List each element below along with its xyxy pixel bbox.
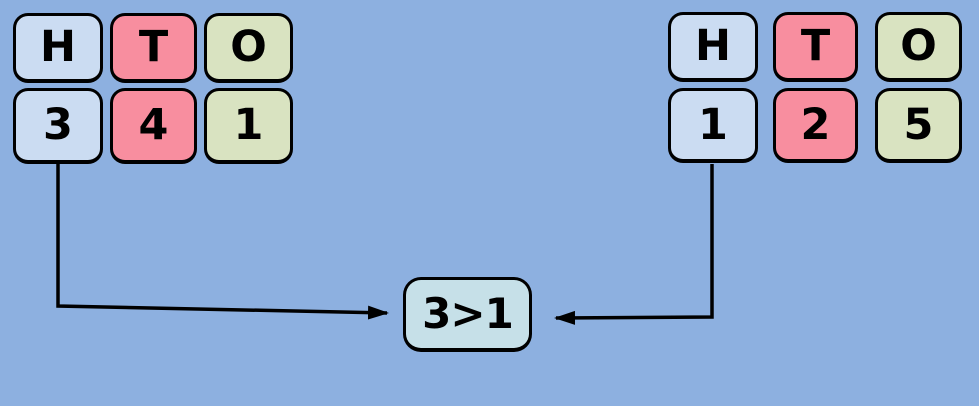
right-digit-hundreds: 1 xyxy=(668,88,758,163)
comparison-box: 3>1 xyxy=(403,277,532,352)
comparison-label: 3>1 xyxy=(422,289,514,338)
right-digit-ones: 5 xyxy=(875,88,962,163)
left-digit-tens: 4 xyxy=(110,88,197,164)
right-header-tens: T xyxy=(773,12,858,82)
left-digit-hundreds: 3 xyxy=(13,88,103,164)
left-header-hundreds: H xyxy=(13,13,103,83)
right-digit-tens: 2 xyxy=(773,88,858,163)
right-header-hundreds: H xyxy=(668,12,758,82)
left-arrow-icon xyxy=(56,164,389,320)
left-header-ones: O xyxy=(204,13,293,83)
right-header-ones: O xyxy=(875,12,962,82)
left-header-tens: T xyxy=(110,13,197,83)
left-digit-ones: 1 xyxy=(204,88,293,164)
right-arrow-icon xyxy=(554,164,714,325)
